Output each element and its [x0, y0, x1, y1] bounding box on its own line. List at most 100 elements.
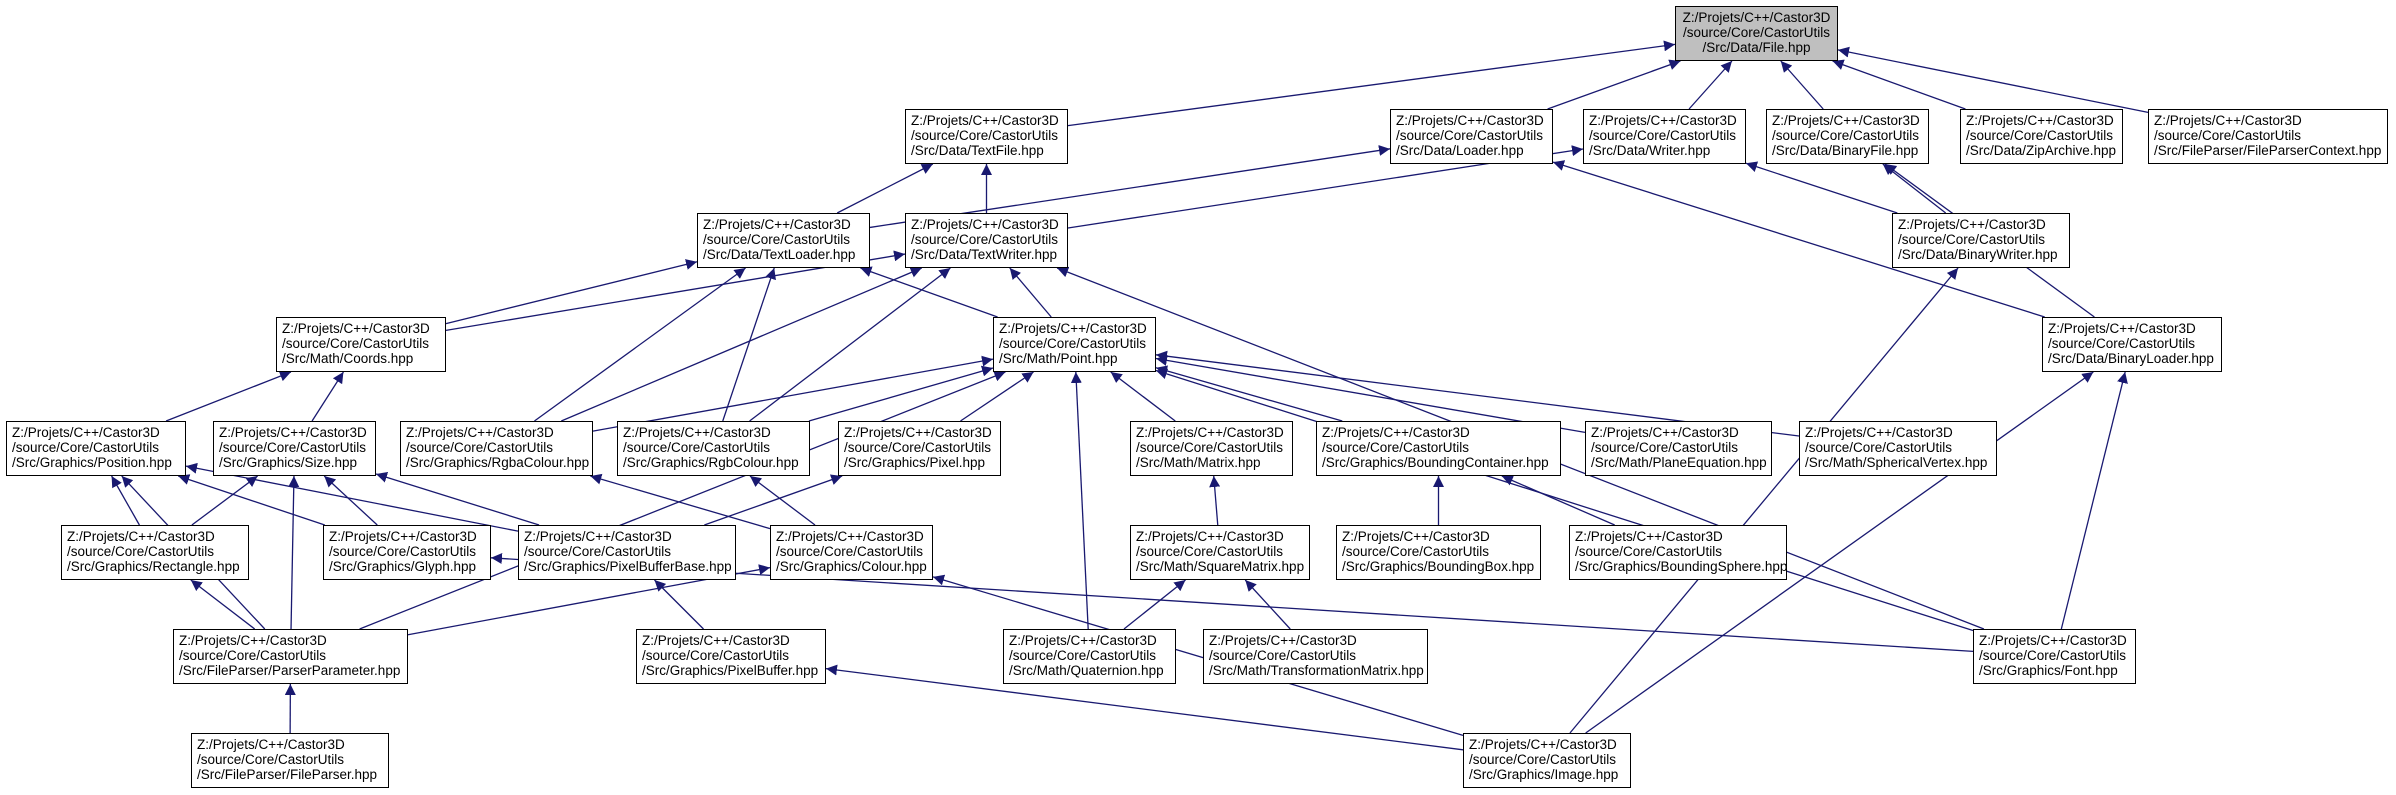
edge-rgbacolour-to-textwriter [561, 267, 922, 422]
node-parserparameter-hpp[interactable]: Z:/Projets/C++/Castor3D /source/Core/Cas… [173, 629, 408, 684]
node-line: Z:/Projets/C++/Castor3D [197, 737, 345, 752]
edge-font-to-binaryloader [2060, 371, 2128, 630]
edge-parserparameter-to-point [359, 370, 1006, 630]
edge-image-to-pixelbuffer [825, 664, 1464, 751]
edge-image-to-binarywriter [1569, 267, 1959, 734]
edge-rgbcolour-to-textwriter [749, 267, 951, 422]
node-line: Z:/Projets/C++/Castor3D [911, 113, 1059, 128]
node-line: /source/Core/CastorUtils [282, 336, 430, 351]
node-binaryloader-hpp[interactable]: Z:/Projets/C++/Castor3D /source/Core/Cas… [2042, 317, 2222, 372]
node-binarywriter-hpp[interactable]: Z:/Projets/C++/Castor3D /source/Core/Cas… [1892, 213, 2070, 268]
edge-loader-to-file [1547, 59, 1681, 110]
node-textloader-hpp[interactable]: Z:/Projets/C++/Castor3D /source/Core/Cas… [697, 213, 870, 268]
node-point-hpp[interactable]: Z:/Projets/C++/Castor3D /source/Core/Cas… [993, 317, 1156, 372]
node-line: /Src/Math/SphericalVertex.hpp [1805, 455, 1988, 470]
edge-point-to-textloader [860, 266, 998, 318]
node-rectangle-hpp[interactable]: Z:/Projets/C++/Castor3D /source/Core/Cas… [61, 525, 249, 580]
node-pixelbuffer-hpp[interactable]: Z:/Projets/C++/Castor3D /source/Core/Cas… [636, 629, 826, 684]
edge-image-to-colour [932, 574, 1464, 737]
node-line: /Src/Graphics/Rectangle.hpp [67, 559, 240, 574]
edge-size-to-coords [311, 371, 344, 422]
node-font-hpp[interactable]: Z:/Projets/C++/Castor3D /source/Core/Cas… [1973, 629, 2136, 684]
node-line: Z:/Projets/C++/Castor3D [1136, 529, 1284, 544]
edge-quaternion-to-squarematrix [1123, 579, 1186, 630]
edge-binaryloader-to-loader [1552, 160, 2045, 318]
node-writer-hpp[interactable]: Z:/Projets/C++/Castor3D /source/Core/Cas… [1583, 109, 1746, 164]
node-coords-hpp[interactable]: Z:/Projets/C++/Castor3D /source/Core/Cas… [276, 317, 446, 372]
node-line: /Src/Data/TextLoader.hpp [703, 247, 856, 262]
node-squarematrix-hpp[interactable]: Z:/Projets/C++/Castor3D /source/Core/Cas… [1130, 525, 1310, 580]
node-transformationmatrix-hpp[interactable]: Z:/Projets/C++/Castor3D /source/Core/Cas… [1203, 629, 1428, 684]
node-ziparchive-hpp[interactable]: Z:/Projets/C++/Castor3D /source/Core/Cas… [1960, 109, 2123, 164]
node-line: Z:/Projets/C++/Castor3D [623, 425, 771, 440]
node-line: /source/Core/CastorUtils [1575, 544, 1723, 559]
node-line: /source/Core/CastorUtils [703, 232, 851, 247]
edge-boundingsphere-to-boundingcontainer [1501, 475, 1615, 526]
edge-boundingcontainer-to-point [1155, 365, 1343, 422]
node-textfile-hpp[interactable]: Z:/Projets/C++/Castor3D /source/Core/Cas… [905, 109, 1068, 164]
node-line: /Src/Graphics/BoundingContainer.hpp [1322, 455, 1549, 470]
edge-quaternion-to-point [1070, 371, 1089, 630]
node-line: /source/Core/CastorUtils [1589, 128, 1737, 143]
node-colour-hpp[interactable]: Z:/Projets/C++/Castor3D /source/Core/Cas… [770, 525, 933, 580]
node-line: Z:/Projets/C++/Castor3D [406, 425, 554, 440]
node-line: Z:/Projets/C++/Castor3D [1136, 425, 1284, 440]
node-line: /source/Core/CastorUtils [776, 544, 924, 559]
node-image-hpp[interactable]: Z:/Projets/C++/Castor3D /source/Core/Cas… [1463, 733, 1631, 788]
node-planeequation-hpp[interactable]: Z:/Projets/C++/Castor3D /source/Core/Cas… [1585, 421, 1772, 476]
node-line: Z:/Projets/C++/Castor3D [776, 529, 924, 544]
node-line: /Src/Graphics/Pixel.hpp [844, 455, 986, 470]
node-line: /Src/Graphics/PixelBufferBase.hpp [524, 559, 732, 574]
node-fileparser-hpp[interactable]: Z:/Projets/C++/Castor3D /source/Core/Cas… [191, 733, 389, 788]
node-sphericalvertex-hpp[interactable]: Z:/Projets/C++/Castor3D /source/Core/Cas… [1799, 421, 1997, 476]
node-line: /Src/Graphics/Colour.hpp [776, 559, 927, 574]
node-rgbcolour-hpp[interactable]: Z:/Projets/C++/Castor3D /source/Core/Cas… [617, 421, 810, 476]
node-size-hpp[interactable]: Z:/Projets/C++/Castor3D /source/Core/Cas… [213, 421, 376, 476]
node-line: Z:/Projets/C++/Castor3D [1898, 217, 2046, 232]
edge-pixelbufferbase-to-position [185, 462, 519, 532]
node-pixelbufferbase-hpp[interactable]: Z:/Projets/C++/Castor3D /source/Core/Cas… [518, 525, 736, 580]
node-line: /source/Core/CastorUtils [524, 544, 672, 559]
edge-writer-to-file [1688, 60, 1733, 110]
node-fileparsercontext-hpp[interactable]: Z:/Projets/C++/Castor3D /source/Core/Cas… [2148, 109, 2388, 164]
node-line: /source/Core/CastorUtils [1322, 440, 1470, 455]
edge-pixel-to-point [960, 371, 1034, 422]
node-line: /source/Core/CastorUtils [219, 440, 367, 455]
node-position-hpp[interactable]: Z:/Projets/C++/Castor3D /source/Core/Cas… [6, 421, 186, 476]
node-binaryfile-hpp[interactable]: Z:/Projets/C++/Castor3D /source/Core/Cas… [1766, 109, 1929, 164]
node-line: /Src/Graphics/Font.hpp [1979, 663, 2118, 678]
node-boundingsphere-hpp[interactable]: Z:/Projets/C++/Castor3D /source/Core/Cas… [1569, 525, 1787, 580]
node-matrix-hpp[interactable]: Z:/Projets/C++/Castor3D /source/Core/Cas… [1130, 421, 1293, 476]
node-line: /Src/FileParser/FileParserContext.hpp [2154, 143, 2382, 158]
node-line: Z:/Projets/C++/Castor3D [67, 529, 215, 544]
node-rgbacolour-hpp[interactable]: Z:/Projets/C++/Castor3D /source/Core/Cas… [400, 421, 593, 476]
node-line: Z:/Projets/C++/Castor3D [282, 321, 430, 336]
node-glyph-hpp[interactable]: Z:/Projets/C++/Castor3D /source/Core/Cas… [323, 525, 491, 580]
node-line: /Src/Graphics/BoundingBox.hpp [1342, 559, 1535, 574]
node-textwriter-hpp[interactable]: Z:/Projets/C++/Castor3D /source/Core/Cas… [905, 213, 1068, 268]
node-line: /source/Core/CastorUtils [844, 440, 992, 455]
node-line: /Src/Data/BinaryWriter.hpp [1898, 247, 2058, 262]
edge-font-to-point [1155, 368, 1974, 632]
node-loader-hpp[interactable]: Z:/Projets/C++/Castor3D /source/Core/Cas… [1390, 109, 1553, 164]
node-line: Z:/Projets/C++/Castor3D [329, 529, 477, 544]
node-line: Z:/Projets/C++/Castor3D [911, 217, 1059, 232]
node-quaternion-hpp[interactable]: Z:/Projets/C++/Castor3D /source/Core/Cas… [1003, 629, 1176, 684]
node-pixel-hpp[interactable]: Z:/Projets/C++/Castor3D /source/Core/Cas… [838, 421, 1001, 476]
node-line: /Src/Math/PlaneEquation.hpp [1591, 455, 1767, 470]
node-file-hpp: Z:/Projets/C++/Castor3D /source/Core/Cas… [1675, 6, 1838, 61]
node-line: /Src/Math/TransformationMatrix.hpp [1209, 663, 1424, 678]
node-boundingcontainer-hpp[interactable]: Z:/Projets/C++/Castor3D /source/Core/Cas… [1316, 421, 1561, 476]
node-line: /Src/FileParser/ParserParameter.hpp [179, 663, 401, 678]
node-line: /source/Core/CastorUtils [1805, 440, 1953, 455]
node-line: /Src/Data/BinaryLoader.hpp [2048, 351, 2214, 366]
edge-glyph-to-position [178, 474, 325, 526]
node-line: /Src/Graphics/BoundingSphere.hpp [1575, 559, 1787, 574]
node-line: Z:/Projets/C++/Castor3D [1469, 737, 1617, 752]
node-line: /source/Core/CastorUtils [1396, 128, 1544, 143]
node-line: /source/Core/CastorUtils [1682, 25, 1831, 40]
node-line: /source/Core/CastorUtils [1209, 648, 1357, 663]
node-boundingbox-hpp[interactable]: Z:/Projets/C++/Castor3D /source/Core/Cas… [1336, 525, 1541, 580]
edge-binaryfile-to-file [1780, 60, 1824, 110]
